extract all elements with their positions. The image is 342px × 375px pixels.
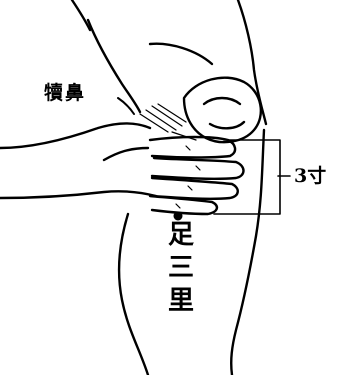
dubi-leader-line xyxy=(117,97,135,115)
zusanli-label: 足三里 xyxy=(167,220,194,316)
hand-outline xyxy=(0,122,245,216)
thigh-outline xyxy=(70,0,268,126)
dubi-label: 犢鼻 xyxy=(44,82,87,104)
knee-hatching xyxy=(139,103,197,141)
shin-outline xyxy=(117,128,266,375)
measure-label: 3寸 xyxy=(294,165,327,187)
measure-bracket xyxy=(213,139,291,215)
patella-outline xyxy=(182,76,263,144)
finger-joint-marks xyxy=(175,145,201,209)
acupoint-dot xyxy=(173,211,183,221)
